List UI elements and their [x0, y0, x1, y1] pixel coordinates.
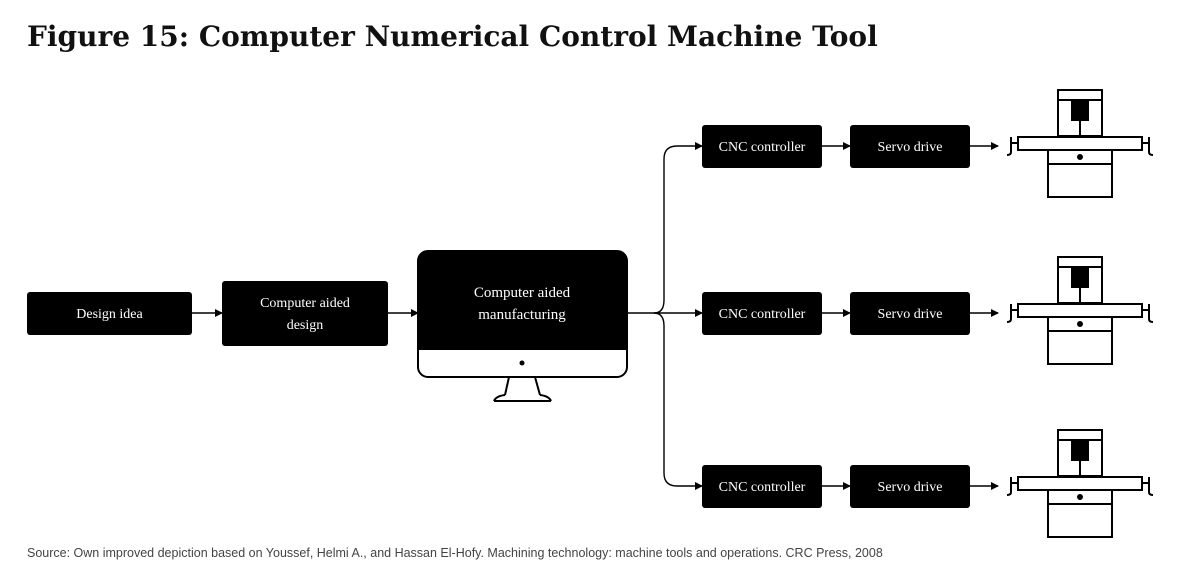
cnc-controller-node: CNC controller [702, 125, 822, 168]
branch-1: CNC controller Servo drive [702, 89, 1154, 198]
servo-drive-node: Servo drive [850, 125, 970, 168]
servo-drive-label: Servo drive [878, 480, 943, 495]
servo-drive-node: Servo drive [850, 465, 970, 508]
design-idea-label: Design idea [76, 307, 143, 322]
cnc-controller-label: CNC controller [719, 480, 806, 495]
cnc-controller-node: CNC controller [702, 292, 822, 335]
branch-3: CNC controller Servo drive [702, 429, 1154, 538]
cnc-controller-node: CNC controller [702, 465, 822, 508]
servo-drive-node: Servo drive [850, 292, 970, 335]
figure-title: Figure 15: Computer Numerical Control Ma… [27, 20, 878, 53]
cam-label-line1: Computer aided [474, 285, 571, 301]
monitor-icon: Computer aided manufacturing [417, 250, 628, 402]
branch-connectors [627, 142, 703, 490]
source-citation: Source: Own improved depiction based on … [27, 546, 883, 560]
design-idea-node: Design idea [27, 292, 192, 335]
cnc-controller-label: CNC controller [719, 307, 806, 322]
branch-2: CNC controller Servo drive [702, 256, 1154, 365]
cam-label-line2: manufacturing [478, 307, 566, 323]
cnc-machine-icon [1006, 89, 1154, 198]
cnc-machine-icon [1006, 256, 1154, 365]
cnc-machine-icon [1006, 429, 1154, 538]
cnc-controller-label: CNC controller [719, 140, 806, 155]
cad-label-line2: design [287, 318, 324, 333]
cad-node: Computer aided design [222, 281, 388, 346]
servo-drive-label: Servo drive [878, 307, 943, 322]
servo-drive-label: Servo drive [878, 140, 943, 155]
cad-label-line1: Computer aided [260, 296, 350, 311]
